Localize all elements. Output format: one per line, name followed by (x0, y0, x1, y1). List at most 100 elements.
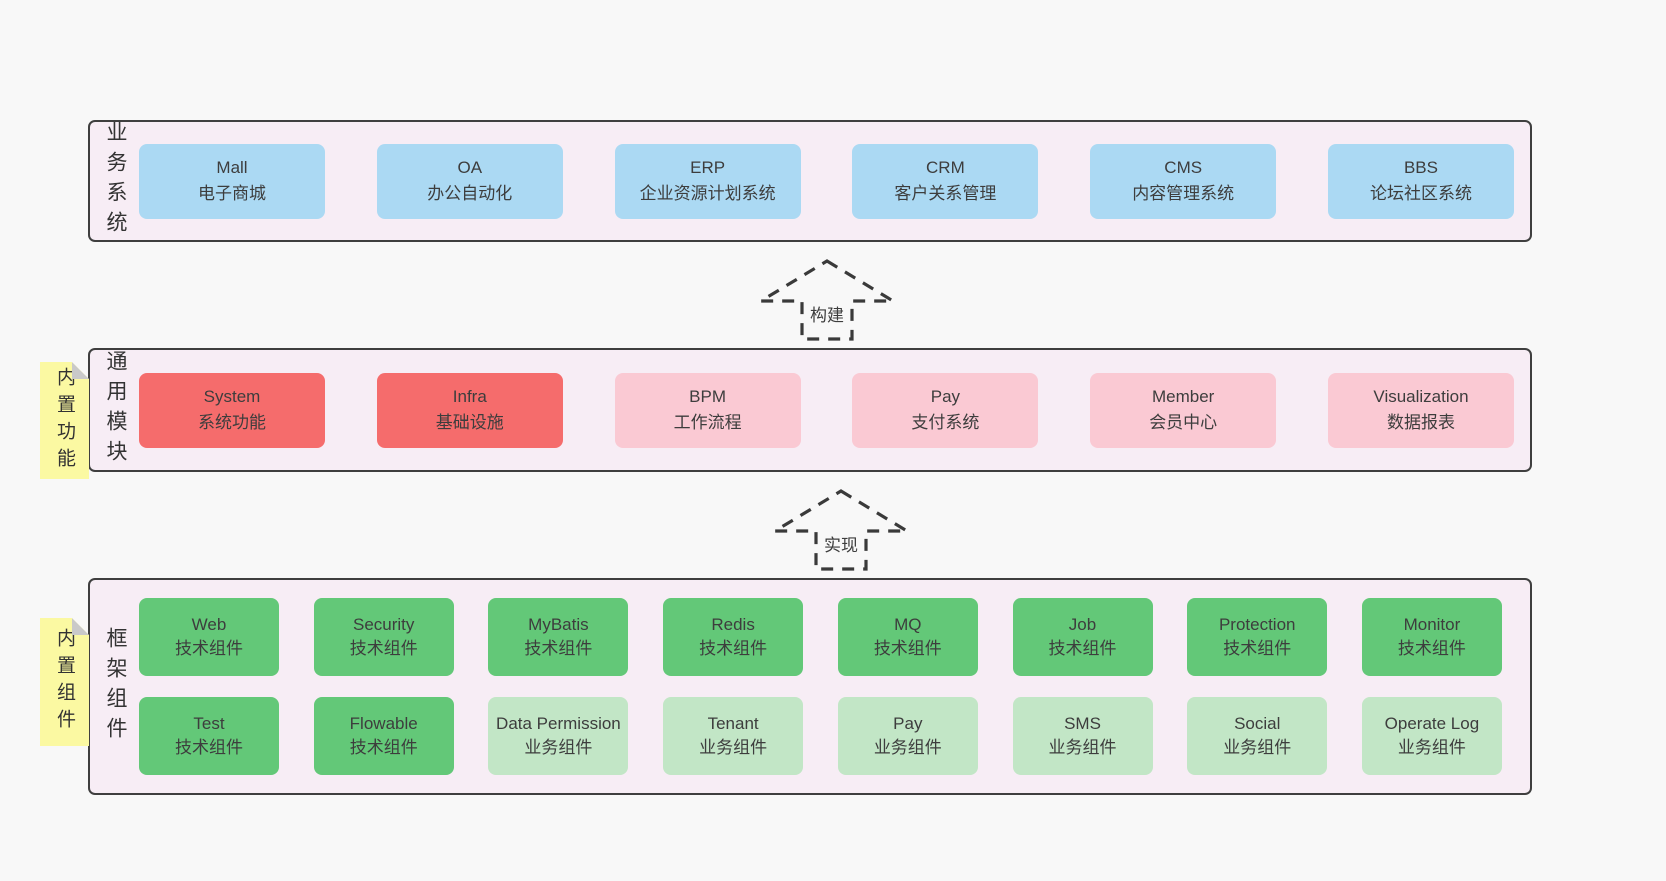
module-name: BBS (1403, 158, 1438, 177)
module-box-erp: ERP 企业资源计划系统 (614, 143, 801, 219)
module-name: Web (191, 615, 227, 634)
module-box-security: Security 技术组件 (313, 598, 454, 676)
module-box-system: System 系统功能 (139, 372, 325, 448)
sticky-built-in-components: 内置组件 (40, 618, 89, 746)
module-box-job: Job 技术组件 (1012, 598, 1153, 676)
module-desc: 系统功能 (198, 413, 266, 432)
arrow-up-dashed-icon (757, 259, 897, 341)
module-box-pay: Pay 支付系统 (852, 372, 1039, 448)
module-desc: 内容管理系统 (1132, 184, 1235, 203)
module-box-data-permission: Data Permission 业务组件 (488, 697, 629, 775)
module-name: Redis (711, 615, 755, 634)
module-name: CMS (1164, 158, 1203, 177)
module-desc: 技术组件 (873, 639, 942, 658)
sticky-built-in-functions: 内置功能 (40, 362, 89, 479)
module-desc: 技术组件 (349, 639, 418, 658)
module-name: Member (1152, 387, 1215, 406)
module-name: CRM (926, 158, 965, 177)
module-name: MQ (894, 615, 922, 634)
module-desc: 技术组件 (175, 639, 243, 658)
module-box-bbs: BBS 论坛社区系统 (1327, 143, 1514, 219)
module-desc: 业务组件 (1223, 738, 1292, 757)
module-box-flowable: Flowable 技术组件 (313, 697, 454, 775)
module-desc: 业务组件 (699, 738, 768, 757)
band-business-systems-label: 业务系统 (104, 121, 127, 241)
module-name: Operate Log (1384, 714, 1480, 733)
arrow-up-dashed-icon (771, 489, 911, 571)
module-name: OA (457, 158, 483, 177)
module-name: Data Permission (496, 714, 621, 733)
module-desc: 技术组件 (699, 639, 768, 658)
module-desc: 技术组件 (175, 738, 243, 757)
band-framework-components-label: 框架组件 (104, 626, 127, 747)
module-desc: 技术组件 (1048, 639, 1117, 658)
module-box-bpm: BPM 工作流程 (614, 372, 801, 448)
sticky-built-in-components-label: 内置组件 (54, 628, 75, 736)
module-name: BPM (689, 387, 727, 406)
module-box-monitor: Monitor 技术组件 (1361, 598, 1502, 676)
module-desc: 业务组件 (524, 738, 593, 757)
module-box-member: Member 会员中心 (1090, 372, 1277, 448)
module-name: Pay (893, 714, 923, 733)
module-desc: 电子商城 (198, 184, 266, 203)
module-name: SMS (1064, 714, 1101, 733)
module-box-visualization: Visualization 数据报表 (1327, 372, 1514, 448)
module-desc: 业务组件 (1397, 738, 1466, 757)
business-systems-boxes: Mall 电子商城 OA 办公自动化 ERP 企业资源计划系统 CRM 客户关系管理 CMS 内容… (139, 143, 1514, 219)
module-name: Protection (1218, 615, 1296, 634)
module-desc: 技术组件 (349, 738, 418, 757)
module-box-infra: Infra 基础设施 (376, 372, 563, 448)
module-desc: 支付系统 (911, 413, 980, 432)
module-desc: 企业资源计划系统 (639, 184, 776, 203)
arrow-implement: 实现 (771, 487, 911, 573)
module-name: Job (1068, 615, 1097, 634)
module-box-pay: Pay 业务组件 (837, 697, 978, 775)
module-desc: 办公自动化 (427, 184, 513, 203)
module-box-tenant: Tenant 业务组件 (663, 697, 804, 775)
module-desc: 技术组件 (1223, 639, 1292, 658)
module-name: Test (193, 714, 225, 733)
sticky-built-in-functions-label: 内置功能 (54, 366, 75, 475)
module-box-protection: Protection 技术组件 (1187, 598, 1328, 676)
module-name: MyBatis (528, 615, 589, 634)
module-desc: 论坛社区系统 (1369, 184, 1472, 203)
module-box-social: Social 业务组件 (1187, 697, 1328, 775)
module-box-redis: Redis 技术组件 (663, 598, 804, 676)
module-name: Visualization (1373, 387, 1469, 406)
module-desc: 客户关系管理 (894, 184, 997, 203)
module-box-mq: MQ 技术组件 (837, 598, 978, 676)
module-name: Monitor (1403, 615, 1461, 634)
arrow-implement-label: 实现 (821, 531, 861, 556)
arrow-build: 构建 (757, 257, 897, 343)
module-name: System (203, 387, 261, 406)
module-name: Pay (930, 387, 961, 406)
module-desc: 会员中心 (1149, 413, 1218, 432)
module-box-mall: Mall 电子商城 (139, 143, 325, 219)
module-name: Security (352, 615, 415, 634)
module-name: Infra (452, 387, 487, 406)
module-name: Mall (216, 158, 248, 177)
band-common-modules: 通用模块 System 系统功能 Infra 基础设施 BPM 工作流程 Pay 支付系统 Me… (88, 348, 1532, 472)
module-name: Social (1234, 714, 1281, 733)
module-name: ERP (690, 158, 726, 177)
module-desc: 技术组件 (1397, 639, 1466, 658)
module-desc: 工作流程 (673, 413, 742, 432)
module-desc: 业务组件 (873, 738, 942, 757)
module-name: Tenant (707, 714, 759, 733)
module-box-test: Test 技术组件 (139, 697, 279, 775)
module-box-web: Web 技术组件 (139, 598, 279, 676)
module-desc: 基础设施 (435, 413, 504, 432)
module-box-oa: OA 办公自动化 (376, 143, 563, 219)
module-desc: 数据报表 (1386, 413, 1455, 432)
module-box-crm: CRM 客户关系管理 (852, 143, 1039, 219)
band-common-modules-label: 通用模块 (104, 350, 127, 470)
module-name: Flowable (349, 714, 418, 733)
arrow-build-label: 构建 (807, 301, 847, 326)
folded-corner-icon (72, 618, 89, 635)
band-business-systems: 业务系统 Mall 电子商城 OA 办公自动化 ERP 企业资源计划系统 CRM 客户关系管理… (88, 120, 1532, 242)
